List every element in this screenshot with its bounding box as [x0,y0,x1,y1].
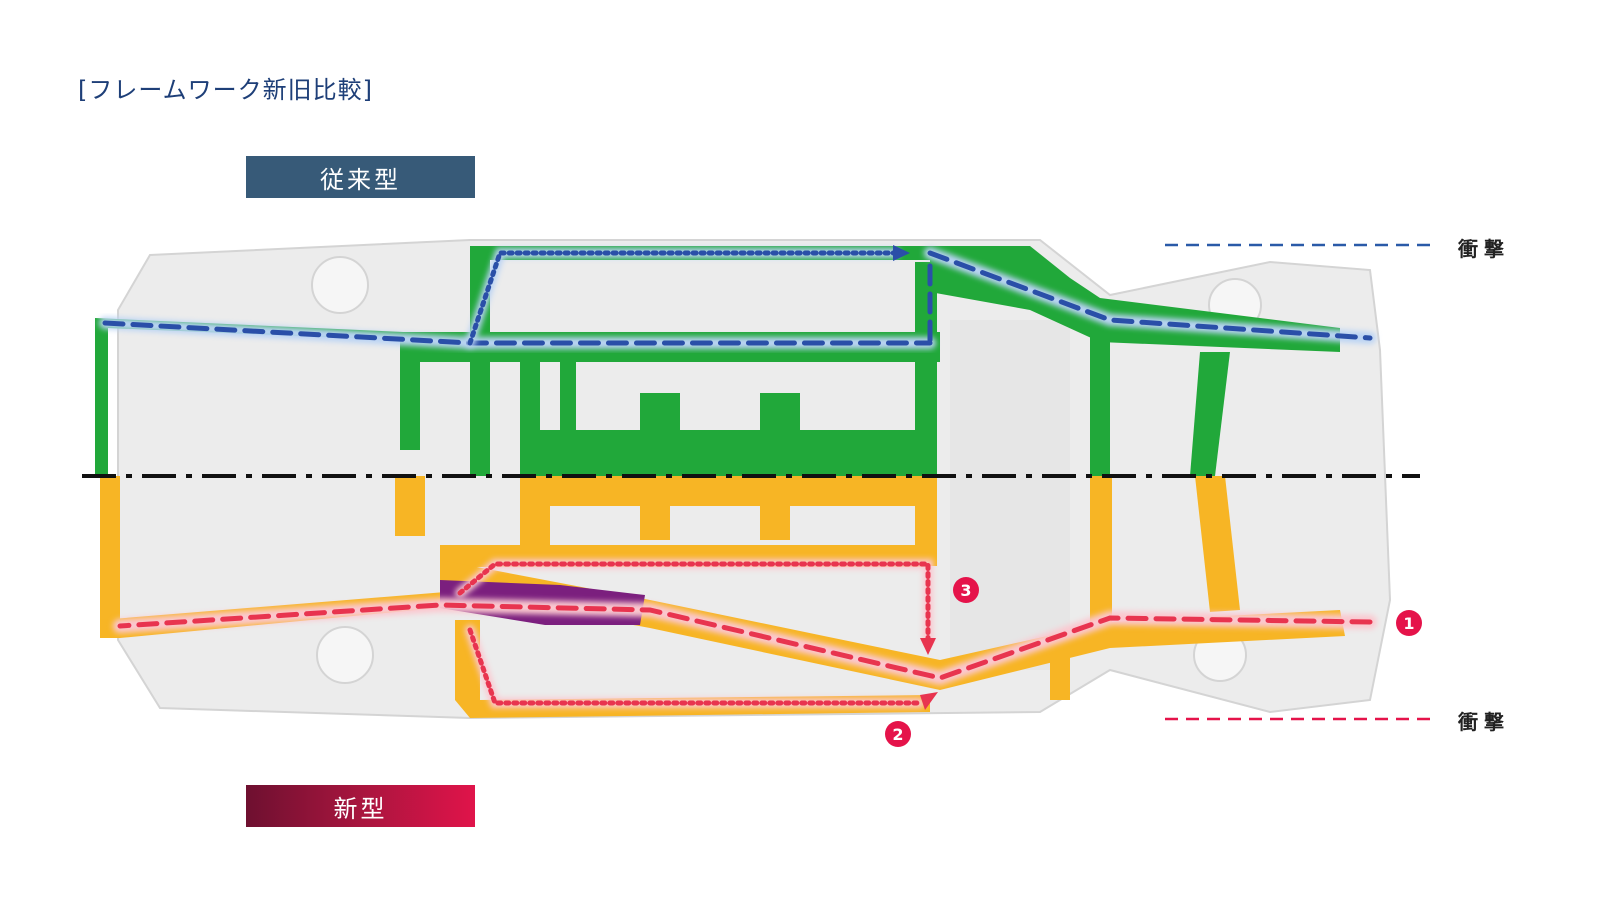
impact-old-label: 衝撃 [1458,237,1510,261]
marker-2: 2 [885,721,911,747]
impact-new-label: 衝撃 [1458,710,1510,734]
old-load-path [99,245,1376,349]
marker-3: 3 [953,577,979,603]
old-model-label: 従来型 [246,156,475,198]
page-title: [フレームワーク新旧比較] [78,76,374,104]
new-model-label: 新型 [246,785,475,827]
marker-1: 1 [1396,610,1422,636]
new-load-path [113,559,1377,710]
